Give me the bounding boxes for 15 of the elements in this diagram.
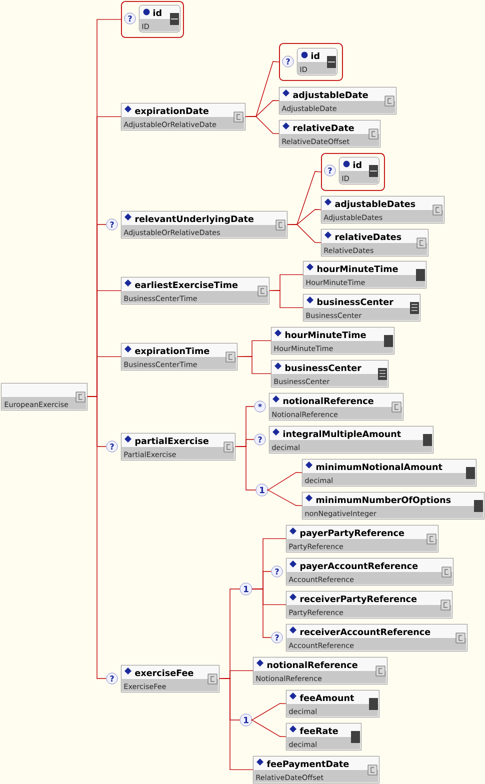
attribute-frame — [279, 43, 343, 81]
connector — [250, 720, 286, 738]
connector — [235, 446, 256, 490]
attribute-frame — [321, 153, 385, 191]
connector — [266, 472, 302, 490]
connector — [250, 703, 286, 720]
connector — [252, 588, 272, 638]
attribute-frame — [121, 1, 184, 38]
connector — [245, 116, 280, 134]
connector — [266, 490, 302, 506]
connector — [237, 356, 272, 374]
connector — [87, 396, 106, 679]
connector — [269, 290, 304, 308]
connector — [219, 678, 254, 770]
connector — [287, 224, 322, 244]
